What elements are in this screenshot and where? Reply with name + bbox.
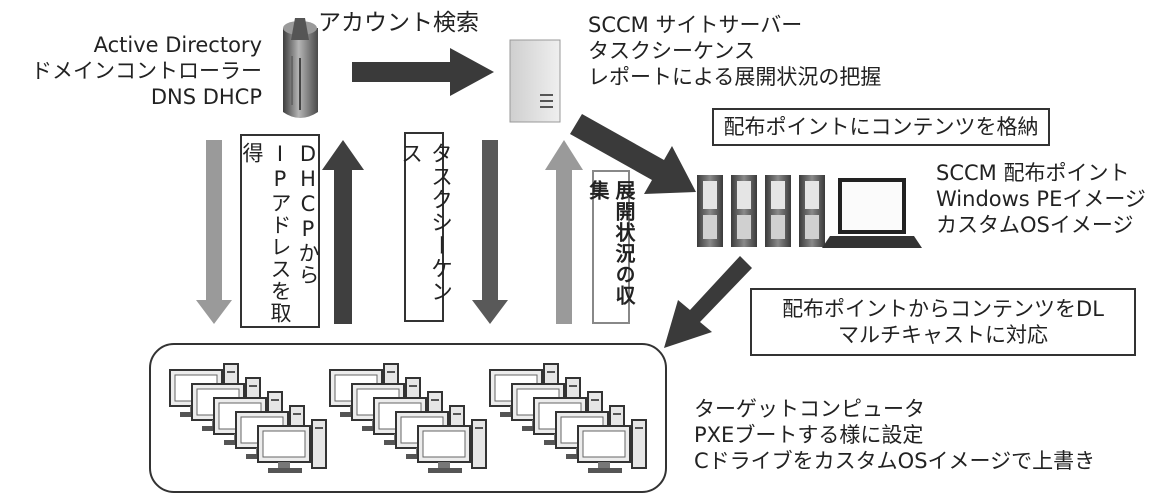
status-up-arrow	[545, 140, 583, 324]
domain-controller-icon	[283, 18, 318, 118]
distribution-point-servers-icon	[697, 175, 825, 247]
dhcp-ip-callout: DHCPからIPアドレスを取得	[240, 134, 320, 328]
target-line-1: ターゲットコンピュータ	[694, 397, 925, 421]
download-content-arrow	[664, 256, 752, 348]
ad-label-line-3: DNS DHCP	[150, 85, 262, 109]
store-content-arrow	[570, 114, 696, 194]
download-content-line-1: 配布ポイントからコンテンツをDL	[782, 297, 1104, 321]
download-content-callout: 配布ポイントからコンテンツをDL マルチキャストに対応	[750, 288, 1136, 356]
target-line-2: PXEブートする様に設定	[694, 423, 924, 447]
site-server-line-2: タスクシーケンス	[588, 39, 755, 63]
account-search-label: アカウント検索	[318, 10, 479, 36]
download-content-line-2: マルチキャストに対応	[838, 323, 1048, 347]
site-server-line-1: SCCM サイトサーバー	[588, 13, 803, 37]
target-pc-cluster-1	[169, 363, 327, 474]
target-pc-cluster-3	[489, 363, 647, 474]
store-content-callout: 配布ポイントにコンテンツを格納	[712, 108, 1050, 146]
target-computers-label: ターゲットコンピュータ PXEブートする様に設定 CドライブをカスタムOSイメー…	[694, 396, 1095, 474]
site-server-label: SCCM サイトサーバー タスクシーケンス レポートによる展開状況の把握	[588, 12, 881, 90]
distribution-point-line-3: カスタムOSイメージ	[936, 213, 1134, 237]
target-line-3: CドライブをカスタムOSイメージで上書き	[694, 449, 1096, 473]
distribution-point-line-1: SCCM 配布ポイント	[936, 161, 1130, 185]
status-collection-callout: 展開状況の収集	[586, 170, 636, 324]
site-server-line-3: レポートによる展開状況の把握	[588, 65, 882, 89]
task-sequence-callout: タスクシーケンス	[397, 132, 452, 322]
status-collection-label: 展開状況の収集	[586, 180, 636, 306]
site-server-icon	[509, 39, 561, 123]
task-sequence-down-arrow	[472, 140, 508, 324]
target-pc-cluster-2	[329, 363, 487, 474]
dhcp-up-arrow	[322, 140, 364, 324]
target-computers-group-box	[149, 343, 667, 493]
ad-label-line-2: ドメインコントローラー	[31, 59, 262, 83]
ad-label-line-1: Active Directory	[93, 33, 262, 57]
distribution-point-label: SCCM 配布ポイント Windows PEイメージ カスタムOSイメージ	[936, 160, 1146, 238]
dhcp-down-arrow	[196, 140, 232, 324]
task-sequence-label: タスクシーケンス	[397, 142, 452, 303]
laptop-icon	[822, 178, 922, 248]
ad-server-label: Active Directory ドメインコントローラー DNS DHCP	[0, 32, 262, 110]
account-search-arrow	[352, 48, 494, 96]
dhcp-ip-line-2: IPアドレスを取得	[240, 142, 292, 324]
distribution-point-line-2: Windows PEイメージ	[936, 187, 1146, 211]
dhcp-ip-line-1: DHCPから	[296, 142, 320, 286]
